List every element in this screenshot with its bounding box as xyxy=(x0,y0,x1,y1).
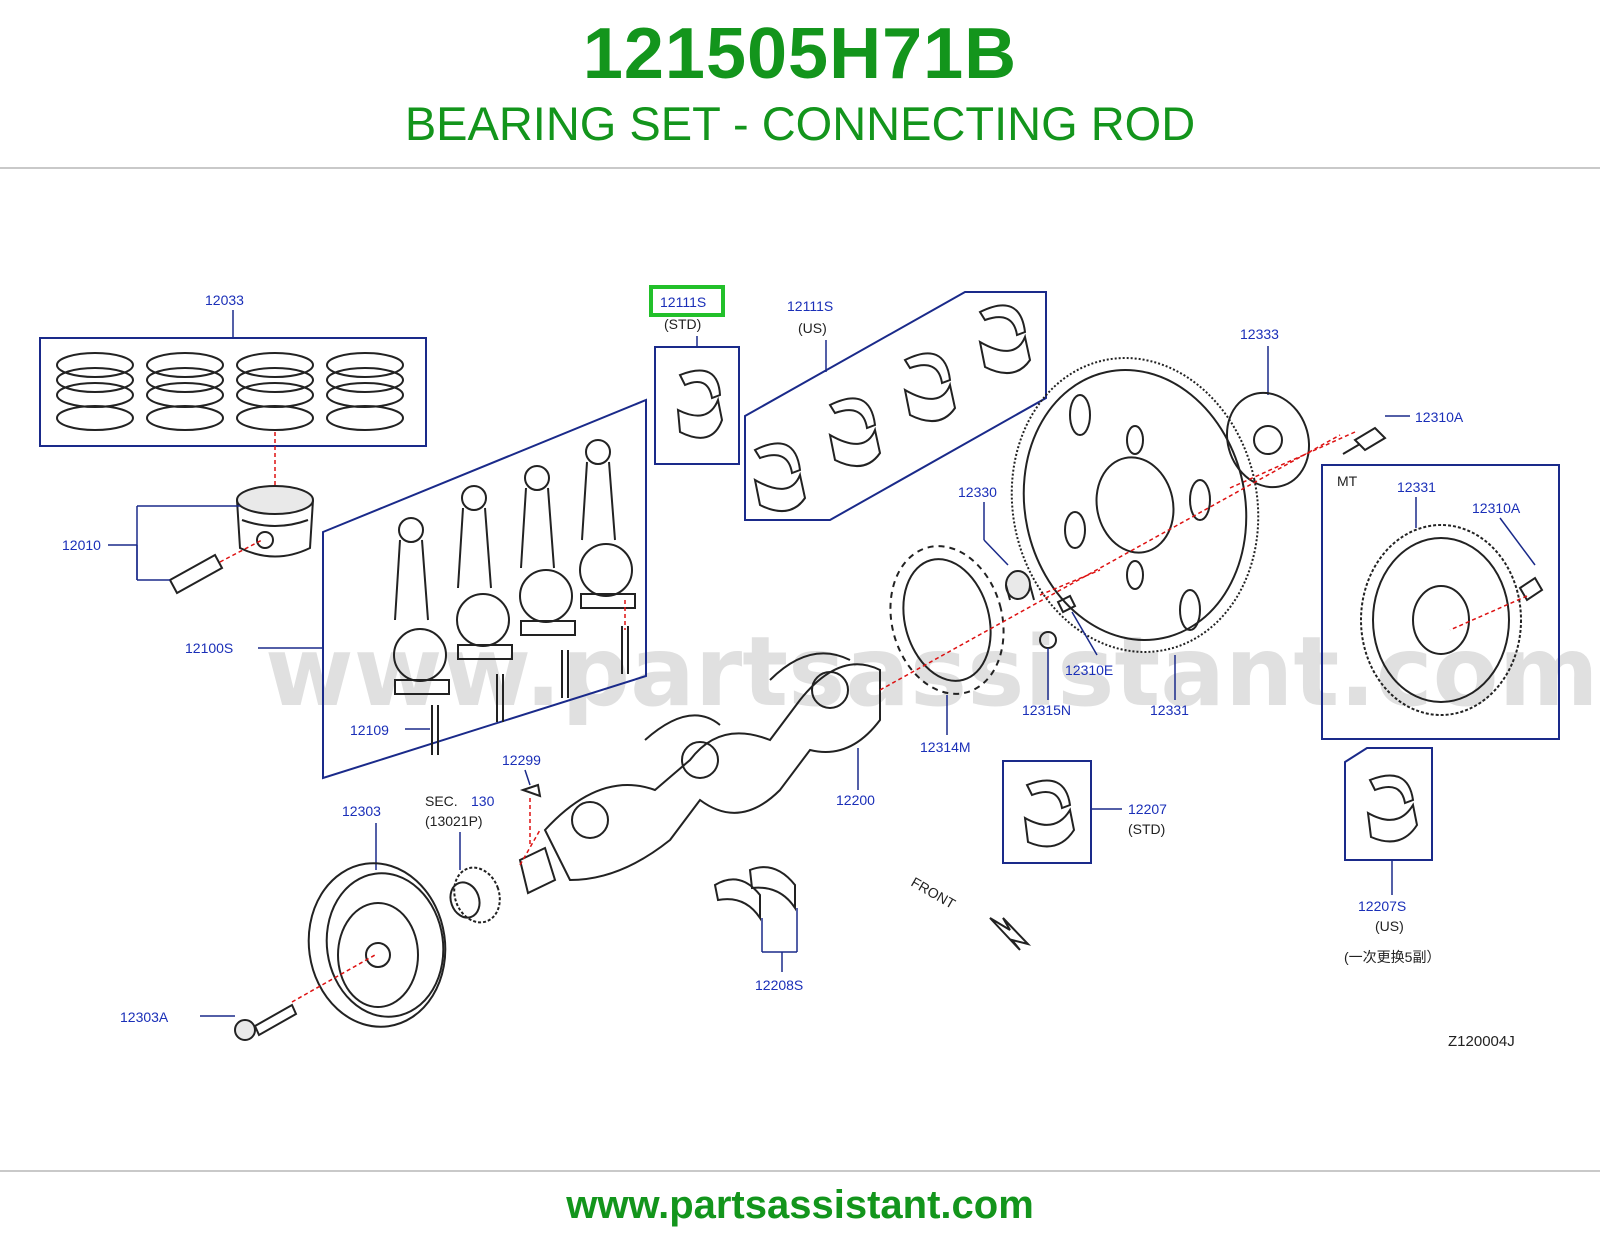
callout-12111s-std-note: (STD) xyxy=(664,316,701,332)
piston-ring-set[interactable] xyxy=(39,310,427,447)
callout-12111s-std[interactable]: 12111S xyxy=(660,294,706,310)
callout-12299[interactable]: 12299 xyxy=(502,752,541,768)
highlight-box xyxy=(649,285,725,317)
part-number-title: 121505H71B xyxy=(582,14,1018,94)
callout-12310a-2[interactable]: 12310A xyxy=(1472,500,1521,516)
rod-bearing-us[interactable] xyxy=(744,291,1047,521)
callout-12330[interactable]: 12330 xyxy=(958,484,997,500)
pulley-bolt[interactable] xyxy=(234,1003,298,1041)
callout-12207s-cn-note: (一次更换5副） xyxy=(1344,949,1440,965)
part-name-subtitle: BEARING SET - CONNECTING ROD xyxy=(404,97,1196,150)
callout-12010[interactable]: 12010 xyxy=(62,537,101,553)
footer-divider xyxy=(0,1170,1600,1172)
sec-label: SEC. xyxy=(425,793,458,809)
callout-12207-note: (STD) xyxy=(1128,821,1165,837)
signal-plate[interactable] xyxy=(874,533,1019,706)
callout-12033[interactable]: 12033 xyxy=(205,292,244,308)
front-arrow-icon xyxy=(989,917,1032,951)
callout-12333[interactable]: 12333 xyxy=(1240,326,1279,342)
sec-number-link[interactable]: 130 xyxy=(471,793,495,809)
flywheel-bolt[interactable] xyxy=(1342,426,1387,455)
callout-12100s[interactable]: 12100S xyxy=(185,640,233,656)
callout-12303[interactable]: 12303 xyxy=(342,803,381,819)
callout-12111s-us[interactable]: 12111S xyxy=(787,298,833,314)
callout-12331-mt[interactable]: 12331 xyxy=(1397,479,1436,495)
callout-12207[interactable]: 12207 xyxy=(1128,801,1167,817)
callout-12331[interactable]: 12331 xyxy=(1150,702,1189,718)
footer-url-link[interactable]: www.partsassistant.com xyxy=(566,1183,1034,1227)
connecting-rod-box xyxy=(322,398,647,780)
callout-12207s-note: (US) xyxy=(1375,918,1404,934)
mt-label: MT xyxy=(1337,473,1358,489)
rod-bearing-std[interactable] xyxy=(654,346,740,465)
front-label: FRONT xyxy=(909,874,959,912)
diagram-code: Z120004J xyxy=(1448,1033,1515,1050)
main-bearing-us[interactable] xyxy=(1344,747,1433,861)
sec-note: (13021P) xyxy=(425,813,483,829)
dowel-pin[interactable] xyxy=(1056,594,1077,614)
piston[interactable] xyxy=(168,485,314,595)
callout-12315n[interactable]: 12315N xyxy=(1022,702,1071,718)
callout-12200[interactable]: 12200 xyxy=(836,792,875,808)
parts-diagram: www.partsassistant.com 12033 12010 xyxy=(39,285,1599,1050)
reinforcement-plate[interactable] xyxy=(1214,381,1322,499)
page-header: 121505H71B BEARING SET - CONNECTING ROD xyxy=(0,0,1600,168)
pilot-bushing[interactable] xyxy=(1005,570,1035,601)
callout-12314m[interactable]: 12314M xyxy=(920,739,971,755)
header-divider xyxy=(0,167,1600,169)
thrust-washers[interactable] xyxy=(713,866,796,922)
callout-12207s[interactable]: 12207S xyxy=(1358,898,1406,914)
mt-flywheel-group[interactable]: MT 12331 12310A xyxy=(1321,464,1560,740)
callout-12111s-us-note: (US) xyxy=(798,320,827,336)
woodruff-key[interactable] xyxy=(519,783,542,798)
callout-12109[interactable]: 12109 xyxy=(350,722,389,738)
connecting-rod-set[interactable] xyxy=(322,398,647,780)
crank-sprocket[interactable] xyxy=(446,861,508,929)
callout-12208s[interactable]: 12208S xyxy=(755,977,803,993)
main-bearing-std[interactable] xyxy=(1002,760,1092,864)
callout-12310a-1[interactable]: 12310A xyxy=(1415,409,1464,425)
callout-12303a[interactable]: 12303A xyxy=(120,1009,169,1025)
callout-12310e[interactable]: 12310E xyxy=(1065,662,1113,678)
crank-pulley[interactable] xyxy=(298,854,456,1035)
flywheel[interactable] xyxy=(985,335,1285,675)
crankshaft[interactable] xyxy=(518,652,881,895)
